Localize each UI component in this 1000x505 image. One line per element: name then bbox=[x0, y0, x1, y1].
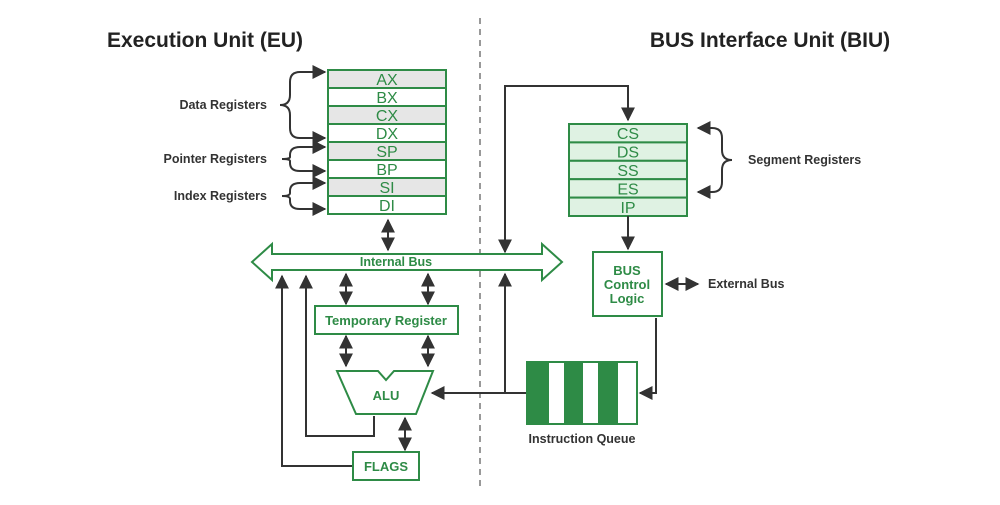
flags-label: FLAGS bbox=[364, 459, 408, 474]
data-registers-label: Data Registers bbox=[179, 98, 267, 112]
alu-label: ALU bbox=[373, 388, 400, 403]
internal-bus-label: Internal Bus bbox=[360, 255, 432, 269]
flags-register bbox=[352, 451, 420, 481]
queue-cell-4 bbox=[583, 362, 598, 424]
segment-register-ds-label: DS bbox=[617, 145, 639, 162]
queue-cell-6 bbox=[618, 362, 637, 424]
bus-control-label-1: BUS bbox=[613, 263, 641, 278]
temporary-register-label: Temporary Register bbox=[325, 313, 447, 328]
alu-to-bus-arrow bbox=[299, 274, 375, 437]
instruction-queue-border bbox=[526, 361, 638, 425]
segment-register-ip-label: IP bbox=[620, 200, 635, 217]
queue-cell-3 bbox=[564, 362, 583, 424]
queue-cell-1 bbox=[527, 362, 549, 424]
alu bbox=[335, 370, 435, 415]
eu-title: Execution Unit (EU) bbox=[107, 29, 303, 52]
index-registers-label: Index Registers bbox=[174, 189, 267, 203]
bus-control-logic bbox=[592, 251, 663, 317]
segment-registers-label: Segment Registers bbox=[748, 153, 861, 167]
pointer-registers-label: Pointer Registers bbox=[163, 152, 267, 166]
segment-register-ss-label: SS bbox=[617, 163, 638, 180]
segment-register-cs-label: CS bbox=[617, 126, 639, 143]
external-bus-label: External Bus bbox=[708, 277, 784, 291]
register-si-label: SI bbox=[379, 180, 394, 197]
data-registers-brace bbox=[279, 65, 327, 145]
internal-bus bbox=[250, 241, 564, 283]
register-dx-label: DX bbox=[376, 126, 399, 143]
register-di-cell bbox=[327, 195, 447, 215]
bus-control-label-3: Logic bbox=[610, 291, 645, 306]
register-cx-label: CX bbox=[376, 108, 399, 125]
instruction-queue-label: Instruction Queue bbox=[529, 432, 636, 446]
register-di-label: DI bbox=[379, 198, 395, 215]
segment-registers-brace bbox=[696, 121, 733, 199]
register-bp-label: BP bbox=[376, 162, 397, 179]
index-registers-brace bbox=[281, 176, 327, 216]
queue-cell-2 bbox=[549, 362, 564, 424]
register-ax-label: AX bbox=[376, 72, 398, 89]
segment-register-es-label: ES bbox=[617, 181, 638, 198]
temporary-register bbox=[314, 305, 459, 335]
instruction-queue bbox=[526, 361, 638, 425]
bus-control-label-2: Control bbox=[604, 277, 650, 292]
register-bx-label: BX bbox=[376, 90, 398, 107]
queue-cell-5 bbox=[598, 362, 618, 424]
register-sp-label: SP bbox=[376, 144, 397, 161]
flags-to-bus-arrow bbox=[275, 274, 352, 467]
pointer-registers-brace bbox=[281, 140, 327, 178]
bus-to-segment-arrow bbox=[498, 85, 635, 254]
biu-title: BUS Interface Unit (BIU) bbox=[650, 29, 890, 52]
bus-control-to-queue-arrow bbox=[638, 318, 657, 400]
